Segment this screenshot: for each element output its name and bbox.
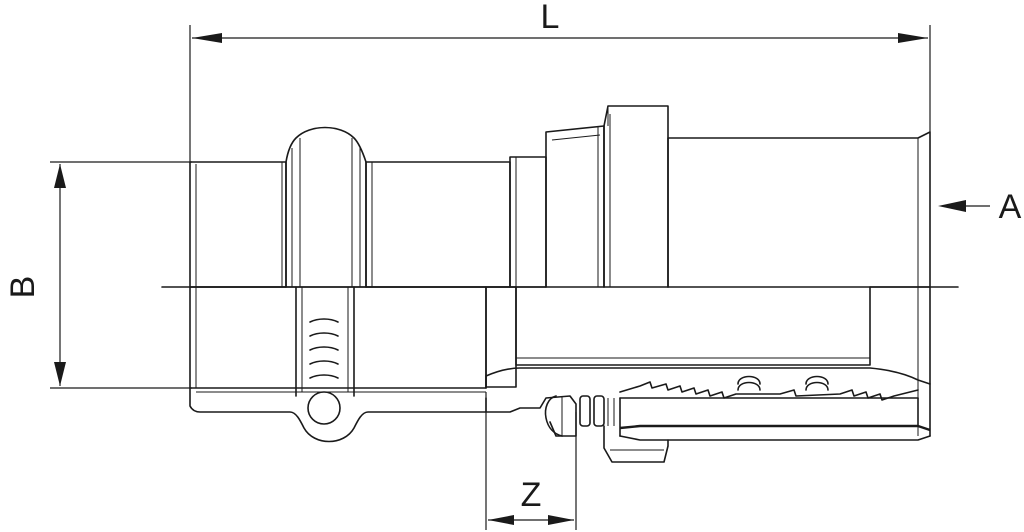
dimension-b-arrow-bottom — [54, 362, 66, 386]
dimension-z-arrow-left — [488, 515, 514, 525]
dimension-l-arrow-left — [192, 33, 222, 43]
view-arrow-a-label: A — [999, 188, 1022, 226]
fitting-section-view — [189, 286, 931, 463]
dimension-l: L — [189, 0, 931, 162]
dimension-l-arrow-right — [898, 33, 928, 43]
fitting-exterior-view — [189, 105, 931, 288]
view-arrow-a-head — [938, 200, 966, 212]
dimension-z-arrow-right — [548, 515, 574, 525]
o-ring-section — [307, 391, 341, 425]
dimension-z: Z — [485, 392, 577, 530]
dimension-b: B — [4, 161, 192, 389]
dimension-b-arrow-top — [54, 164, 66, 188]
dimension-z-label: Z — [521, 476, 542, 514]
dimension-l-label: L — [541, 0, 560, 36]
dimension-b-label: B — [4, 276, 42, 299]
view-arrow-a: A — [938, 188, 1022, 226]
